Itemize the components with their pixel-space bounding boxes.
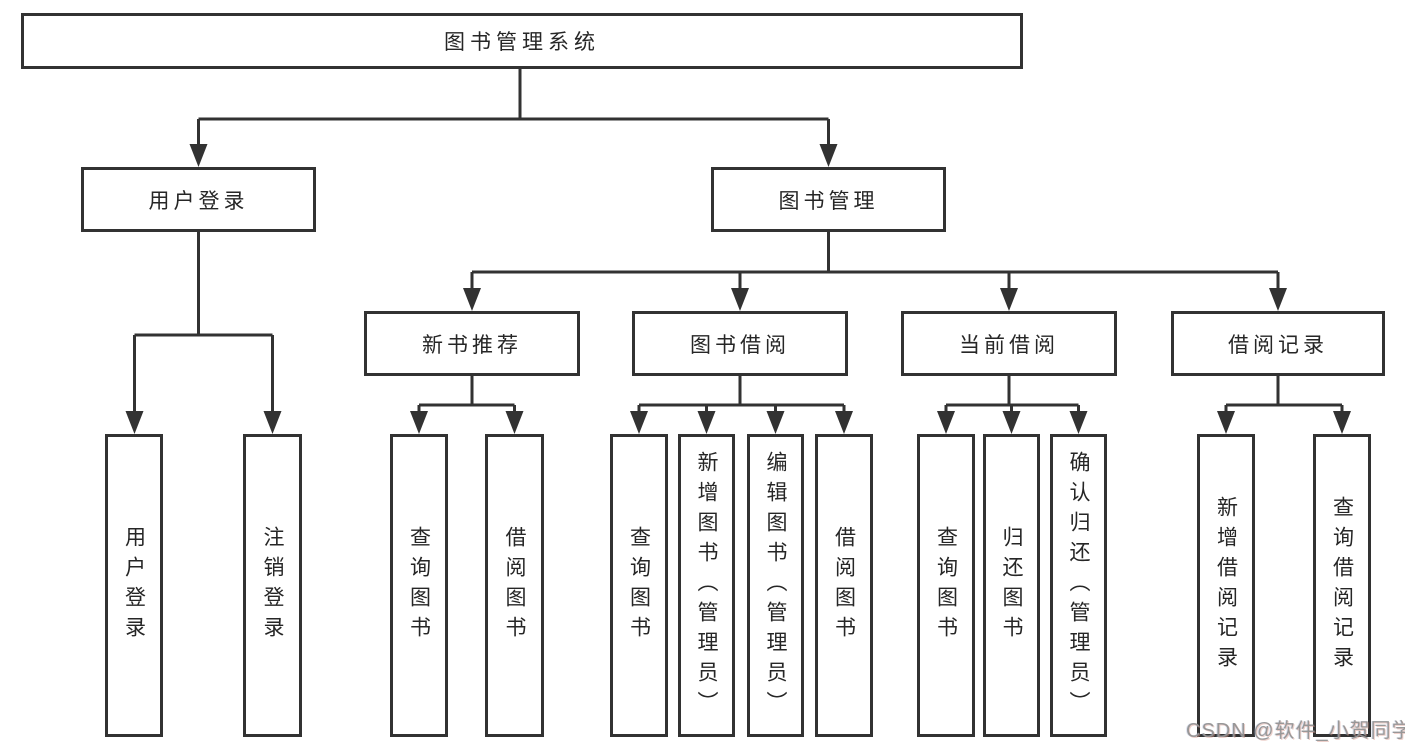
node-user-login: 用户登录 <box>81 167 316 232</box>
node-book-borrow: 图书借阅 <box>632 311 848 376</box>
leaf-query-book-borrow: 查询图书 <box>610 434 668 737</box>
leaf-query-borrow-record: 查询借阅记录 <box>1313 434 1371 737</box>
watermark: CSDN @软件_小贺同学 <box>1186 720 1405 742</box>
arrowheads <box>125 144 1351 434</box>
node-book-management: 图书管理 <box>711 167 946 232</box>
leaf-query-book-current: 查询图书 <box>917 434 975 737</box>
leaf-add-book-admin: 新增图书（管理员） <box>678 434 735 737</box>
leaf-logout: 注销登录 <box>243 434 302 737</box>
leaf-add-borrow-record: 新增借阅记录 <box>1197 434 1255 737</box>
leaf-borrow-book: 借阅图书 <box>815 434 873 737</box>
node-borrow-record: 借阅记录 <box>1171 311 1385 376</box>
leaf-edit-book-admin: 编辑图书（管理员） <box>747 434 804 737</box>
leaf-confirm-return-admin: 确认归还（管理员） <box>1050 434 1107 737</box>
node-new-book-recommend: 新书推荐 <box>364 311 580 376</box>
leaf-user-login: 用户登录 <box>105 434 163 737</box>
leaf-borrow-book-recommend: 借阅图书 <box>485 434 544 737</box>
leaf-return-book: 归还图书 <box>983 434 1040 737</box>
node-root: 图书管理系统 <box>21 13 1023 69</box>
leaf-query-book-recommend: 查询图书 <box>390 434 448 737</box>
node-current-borrow: 当前借阅 <box>901 311 1117 376</box>
